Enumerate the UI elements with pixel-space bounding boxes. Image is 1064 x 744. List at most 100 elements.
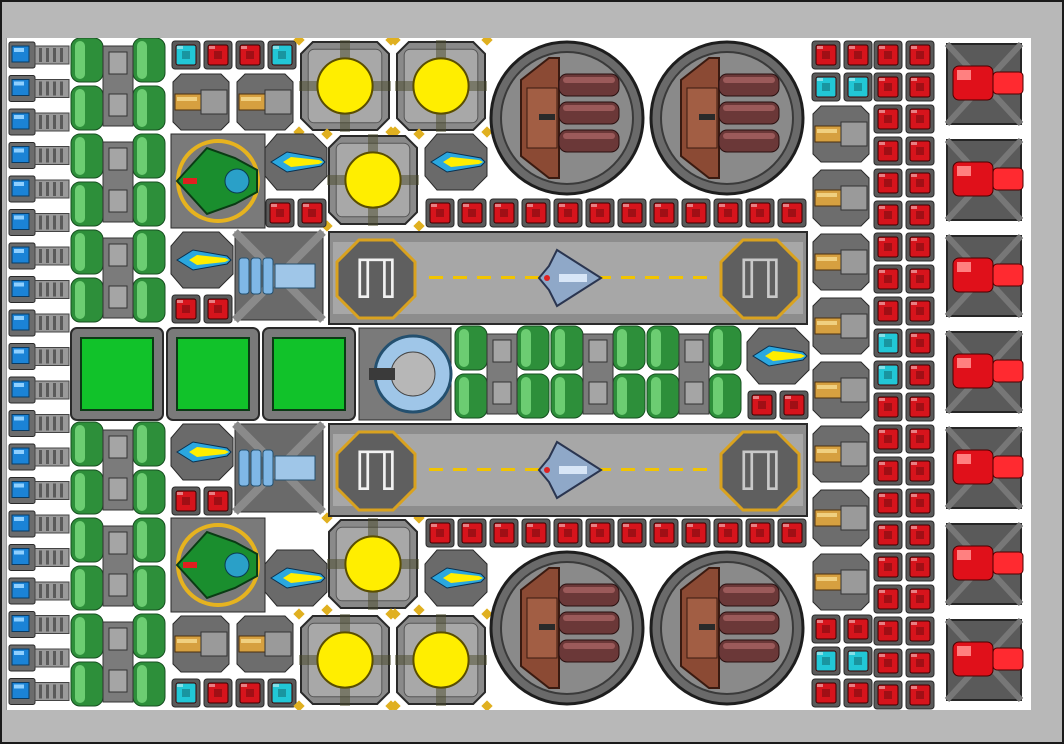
fuel-tank-column[interactable] [70,133,166,227]
battery-cell[interactable] [8,611,70,638]
red-thruster[interactable] [944,617,1024,703]
armor-block-red[interactable] [203,678,233,708]
armor-block-red[interactable] [873,616,903,646]
heavy-cannon-turret[interactable] [649,40,805,196]
battery-cell[interactable] [8,75,70,102]
armor-block-red[interactable] [873,392,903,422]
battery-cell[interactable] [8,41,70,69]
armor-block-red[interactable] [905,488,935,518]
fuel-tank-column[interactable] [70,613,166,707]
armor-block-red[interactable] [905,360,935,390]
armor-block-red[interactable] [905,584,935,614]
armor-block-cyan[interactable] [843,646,873,676]
reactor-core[interactable] [321,128,425,232]
armor-block-red[interactable] [681,518,711,548]
fuel-tank-column[interactable] [70,229,166,323]
armor-block-red[interactable] [873,40,903,70]
armor-block-cyan[interactable] [843,72,873,102]
brass-turret[interactable] [812,297,870,355]
battery-cell[interactable] [8,175,70,203]
armor-block-red[interactable] [747,390,777,420]
red-thruster[interactable] [944,425,1024,511]
armor-block-red[interactable] [553,198,583,228]
battery-cell[interactable] [8,644,70,672]
armor-block-red[interactable] [203,486,233,516]
armor-block-red[interactable] [457,518,487,548]
armor-block-red[interactable] [905,72,935,102]
armor-block-cyan[interactable] [171,40,201,70]
reactor-core[interactable] [293,38,397,138]
armor-block-red[interactable] [905,616,935,646]
missile-launcher[interactable] [170,423,234,481]
fuel-tank-column[interactable] [70,517,166,611]
armor-block-red[interactable] [873,200,903,230]
armor-block-red[interactable] [843,40,873,70]
armor-block-red[interactable] [873,104,903,134]
missile-launcher[interactable] [264,549,328,607]
brass-turret[interactable] [812,105,870,163]
brass-turret[interactable] [812,361,870,419]
armor-block-red[interactable] [425,198,455,228]
red-thruster[interactable] [944,137,1024,223]
heavy-cannon-turret[interactable] [489,40,645,196]
armor-block-red[interactable] [713,518,743,548]
armor-block-red[interactable] [297,198,327,228]
armor-block-cyan[interactable] [811,646,841,676]
armor-block-red[interactable] [905,232,935,262]
brass-turret[interactable] [172,73,230,131]
brass-turret[interactable] [172,615,230,673]
armor-block-red[interactable] [873,584,903,614]
battery-cell[interactable] [8,544,70,571]
missile-launcher[interactable] [746,327,810,385]
missile-launcher[interactable] [264,133,328,191]
armor-block-red[interactable] [235,678,265,708]
armor-block-red[interactable] [681,198,711,228]
armor-block-red[interactable] [905,328,935,358]
battery-cell[interactable] [8,343,70,370]
armor-block-red[interactable] [873,264,903,294]
armor-block-red[interactable] [905,136,935,166]
missile-launcher[interactable] [170,231,234,289]
shield-generator[interactable] [166,327,260,421]
armor-block-red[interactable] [873,168,903,198]
battery-cell[interactable] [8,209,70,236]
armor-block-red[interactable] [617,518,647,548]
armor-block-red[interactable] [521,198,551,228]
docked-fighter[interactable] [537,440,603,500]
armor-block-red[interactable] [873,72,903,102]
armor-block-red[interactable] [905,520,935,550]
battery-cell[interactable] [8,376,70,404]
armor-block-red[interactable] [457,198,487,228]
armor-block-red[interactable] [235,40,265,70]
armor-block-red[interactable] [649,518,679,548]
armor-block-red[interactable] [811,614,841,644]
fighter-launch-bay[interactable] [170,133,266,229]
armor-block-red[interactable] [873,680,903,710]
armor-block-cyan[interactable] [267,40,297,70]
armor-block-cyan[interactable] [873,360,903,390]
battery-cell[interactable] [8,510,70,538]
missile-launcher[interactable] [424,133,488,191]
armor-block-red[interactable] [905,296,935,326]
battery-cell[interactable] [8,477,70,504]
armor-block-red[interactable] [777,518,807,548]
armor-block-cyan[interactable] [267,678,297,708]
fighter-launch-bay[interactable] [170,517,266,613]
fuel-tank-column[interactable] [70,421,166,515]
docked-fighter[interactable] [537,248,603,308]
fuel-tank-column[interactable] [454,325,550,419]
central-core-dome[interactable] [358,327,453,421]
armor-block-red[interactable] [811,40,841,70]
armor-block-red[interactable] [905,168,935,198]
armor-block-red[interactable] [779,390,809,420]
armor-block-red[interactable] [873,456,903,486]
armor-block-red[interactable] [843,614,873,644]
armor-block-red[interactable] [873,136,903,166]
brass-turret[interactable] [812,169,870,227]
brass-turret[interactable] [812,489,870,547]
armor-block-red[interactable] [873,648,903,678]
